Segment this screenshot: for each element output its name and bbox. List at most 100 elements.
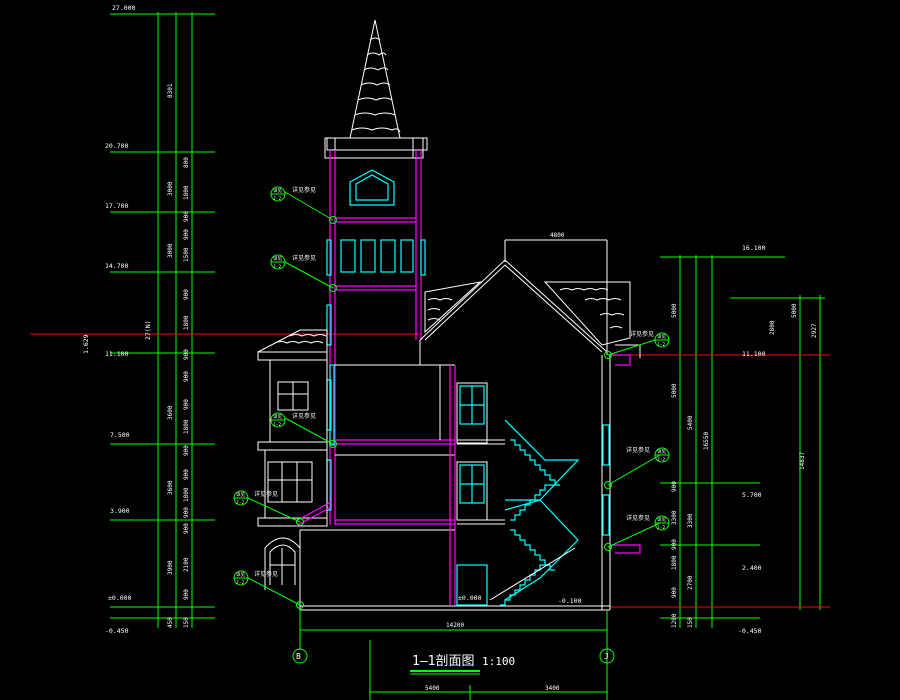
callout-1-note: 详见参见 (292, 186, 316, 194)
callout-4-note: 详见参见 (254, 490, 278, 498)
leader-lines (247, 191, 661, 606)
callout-8-note: 详见参见 (626, 514, 650, 522)
dim-inner-16: 2100 (183, 557, 190, 572)
grid-axes (299, 610, 608, 700)
callout-5-top: 详见 (236, 571, 245, 578)
drawing-scale: 1:100 (482, 655, 515, 668)
axis-label-left: B (296, 652, 301, 661)
dim-inner-5: 900 (183, 289, 190, 300)
right-dim-b-2: 900 (671, 481, 678, 492)
dim-inner-19: 150 (183, 617, 190, 628)
callout-8-bottom: J-2 (657, 525, 665, 531)
dim-inner-1: 1800 (183, 185, 190, 200)
dim-inner-0: 800 (183, 157, 190, 168)
callout-7-bottom: J-2 (657, 457, 665, 463)
left-dim-text: 8301 3000 3000 3600 3600 3900 800 1800 9… (167, 83, 190, 628)
right-level-16100: 16.100 (742, 244, 766, 252)
callout-5-bottom: J-2 (236, 580, 244, 586)
drawing-title-group: 1—1剖面图 1:100 (410, 654, 515, 675)
callout-7-note: 详见参见 (626, 446, 650, 454)
dim-inner-11: 900 (183, 445, 190, 456)
level-3900: 3.900 (110, 507, 130, 515)
dim-inner-8: 900 (183, 371, 190, 382)
right-level-labels: 16.100 11.100 5.700 2.400 -0.450 (738, 244, 766, 635)
right-total-0: 16550 (703, 432, 710, 450)
right-level-neg-0450: -0.450 (738, 627, 762, 635)
bell-tower (326, 150, 426, 525)
callout-4: 详见 J-2 详见参见 (233, 490, 278, 506)
right-dim-b-4: 1800 (671, 555, 678, 570)
right-dim-b-0: 5000 (671, 383, 678, 398)
callout-2-bottom: J-2 (273, 264, 281, 270)
dim-inner-15: 900 (183, 523, 190, 534)
right-level-5700: 5.700 (742, 491, 762, 499)
callout-3-bottom: J-2 (273, 422, 281, 428)
callout-2-note: 详见参见 (292, 254, 316, 262)
dim-outer-3: 3600 (167, 405, 174, 420)
right-dim-b-6: 1200 (671, 613, 678, 628)
dim-outer-4: 3600 (167, 480, 174, 495)
dim-inner-17: 900 (183, 589, 190, 600)
dim-inner-18: 450 (167, 617, 174, 628)
detail-callouts: 详见 J-2 详见参见 详见 J-2 详见参见 详见 J-2 详见参见 详见 J… (233, 186, 670, 586)
overall-width-dim: 14200 (446, 622, 464, 629)
right-dim-b-1: 3300 (671, 510, 678, 525)
axis-label-right: J (604, 652, 609, 661)
ground-level-mark: -0.100 (558, 597, 582, 605)
axis-bubble-left: B (292, 648, 308, 664)
callout-4-bottom: J-2 (236, 500, 244, 506)
callout-2: 详见 J-2 详见参见 (270, 254, 316, 270)
callout-6-bottom: J-2 (657, 342, 665, 348)
drawing-title: 1—1剖面图 (412, 654, 474, 669)
callout-5: 详见 J-2 详见参见 (233, 570, 278, 586)
right-dim-text: 5000 5400 3300 2700 150 5000 3300 900 90… (671, 303, 818, 628)
right-dim-c-1: 5000 (791, 303, 798, 318)
bottom-dim-left: 5400 (425, 685, 440, 692)
callout-8: 详见 J-2 详见参见 (626, 514, 670, 531)
dim-outer-5: 3900 (167, 560, 174, 575)
callout-5-note: 详见参见 (254, 570, 278, 578)
right-dim-a-1: 5400 (687, 415, 694, 430)
callout-1-top: 详见 (273, 187, 282, 194)
dim-inner-14: 900 (183, 507, 190, 518)
callout-7: 详见 J-2 详见参见 (626, 446, 670, 463)
floor-level-mark: ±0.000 (458, 594, 482, 602)
dim-outer-1: 3000 (167, 181, 174, 196)
callout-8-top: 详见 (657, 516, 666, 523)
right-dim-b-3: 900 (671, 539, 678, 550)
right-dimension-chain (660, 255, 825, 628)
spire (324, 19, 428, 159)
dim-inner-4: 1500 (183, 247, 190, 262)
callout-1-bottom: J-2 (273, 196, 281, 202)
dim-inner-12: 900 (183, 469, 190, 480)
staircase (489, 419, 580, 606)
callout-1: 详见 J-2 详见参见 (270, 186, 316, 202)
level-11100: 11.100 (105, 350, 129, 358)
main-gable-roof (419, 239, 631, 355)
right-level-2400: 2.400 (742, 564, 762, 572)
top-dim: 4800 (550, 232, 565, 239)
left-level-labels: 27.000 20.700 17.700 14.700 11.100 7.500… (82, 4, 152, 635)
dim-inner-6: 1800 (183, 315, 190, 330)
dim-inner-13: 1800 (183, 487, 190, 502)
right-dim-a-2: 3300 (687, 513, 694, 528)
callout-3-note: 详见参见 (292, 412, 316, 420)
right-total-1: 14837 (799, 452, 806, 470)
building-body-section (299, 340, 610, 611)
dim-outer-0: 8301 (167, 83, 174, 98)
right-dim-b-5: 900 (671, 587, 678, 598)
callout-6-top: 详见 (657, 333, 666, 340)
level-14700: 14.700 (105, 262, 129, 270)
dim-outer-2: 3000 (167, 243, 174, 258)
right-dim-a-4: 150 (687, 617, 694, 628)
level-7500: 7.500 (110, 431, 130, 439)
dim-inner-9: 900 (183, 399, 190, 410)
right-dim-a-3: 2700 (687, 575, 694, 590)
dim-inner-10: 1800 (183, 419, 190, 434)
dim-inner-7: 900 (183, 349, 190, 360)
bottom-dim-right: 3400 (545, 685, 560, 692)
right-dim-c-0: 2800 (769, 320, 776, 335)
left-total-dim: 27(N) (144, 320, 152, 340)
callout-7-top: 详见 (657, 448, 666, 455)
